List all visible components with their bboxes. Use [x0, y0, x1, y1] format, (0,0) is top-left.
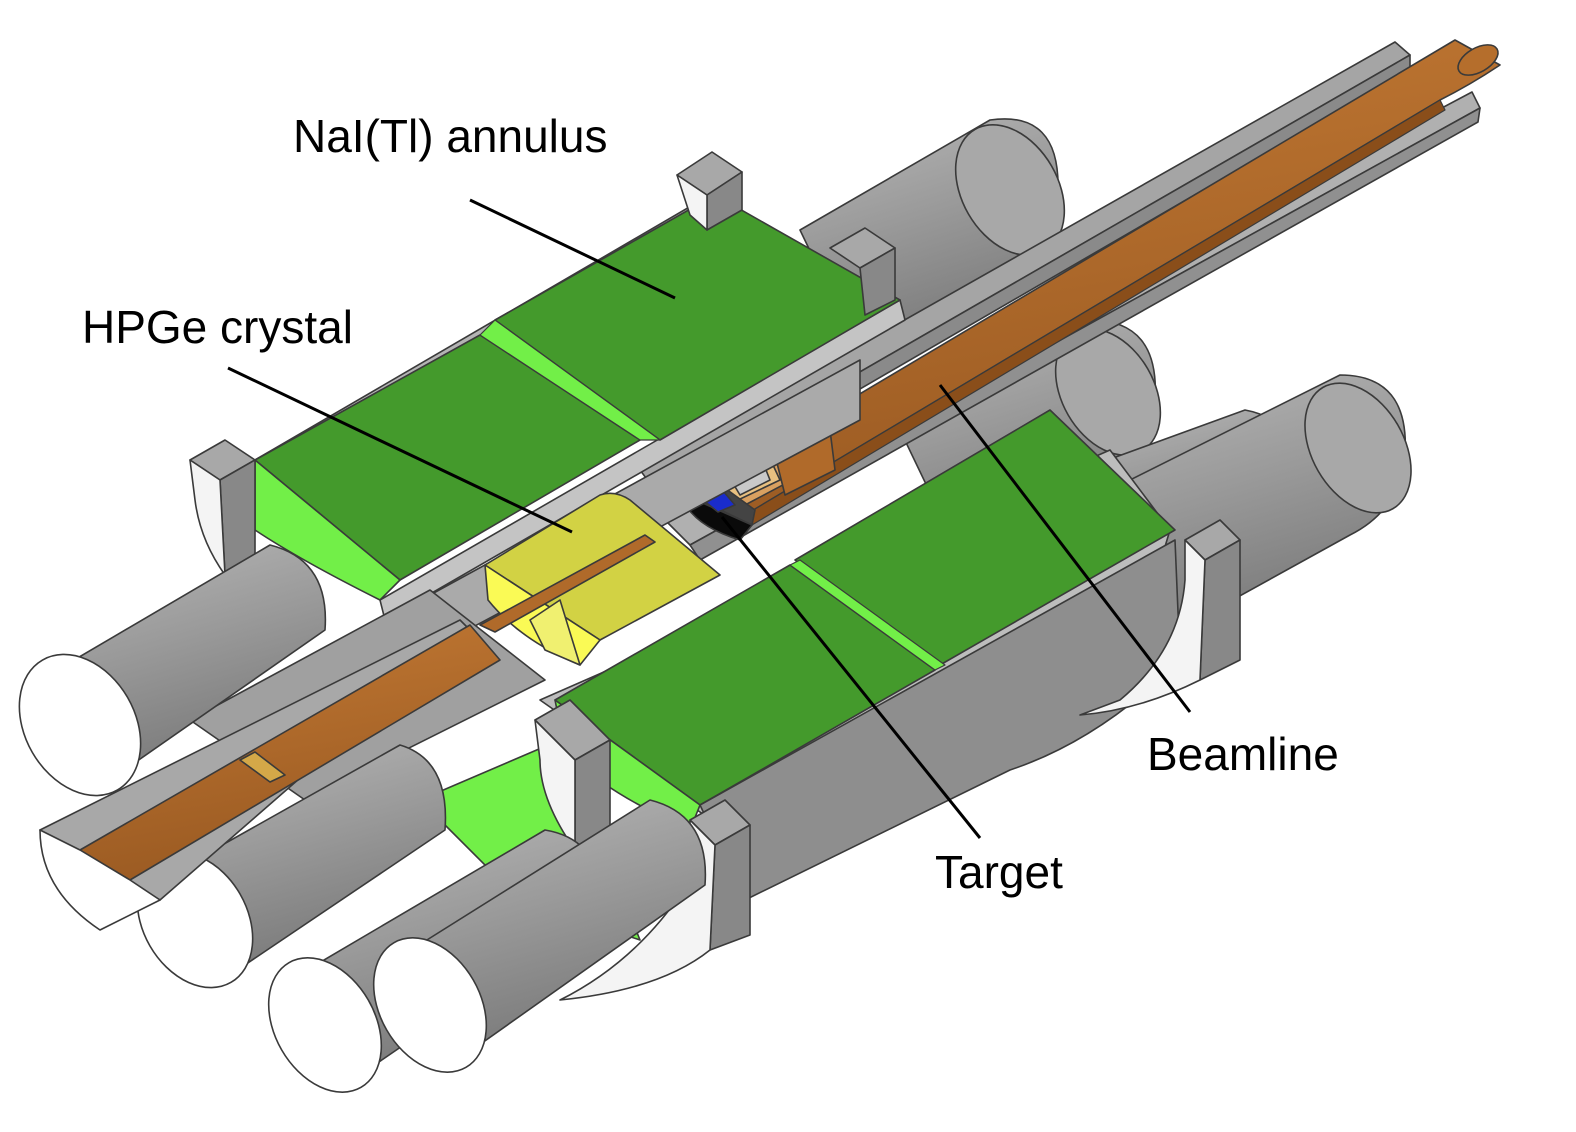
leader-target [720, 516, 982, 839]
bracket-lower-left [534, 699, 611, 851]
nai-segment-upper-right [479, 194, 901, 441]
leader-nai [469, 198, 676, 300]
leader-hpge [227, 366, 573, 534]
bracket-upper-right [829, 227, 896, 316]
label-hpge-crystal: HPGe crystal [82, 301, 353, 353]
leader-beamline [938, 384, 1192, 713]
label-target: Target [935, 846, 1063, 898]
bracket-lower-front [559, 799, 751, 1001]
copper-rail [39, 619, 501, 931]
pmt-tube-front-bottom-b [372, 799, 707, 1073]
beamline-pipe [639, 39, 1501, 561]
pmt-tube-front-left [18, 544, 327, 797]
bracket-upper-left [189, 439, 256, 576]
label-nai-annulus: NaI(Tl) annulus [293, 110, 607, 162]
hpge-crystal [479, 492, 721, 666]
bracket-upper-top [676, 151, 743, 231]
label-beamline: Beamline [1147, 728, 1339, 780]
